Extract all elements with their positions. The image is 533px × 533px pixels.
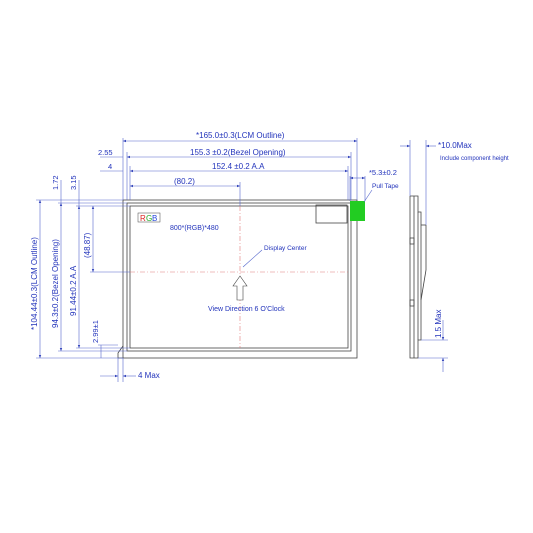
pull-tape-leader: [363, 189, 373, 203]
component-note-label: Include component height: [440, 156, 509, 162]
side-view: [409, 195, 427, 359]
side-thickness-label: *10.0Max: [438, 141, 472, 150]
bezel-opening: [126, 202, 352, 352]
view-direction-arrow-icon: [232, 275, 248, 301]
left-aa-offset-label: 4: [108, 162, 112, 171]
rgb-b-label: B: [152, 214, 157, 223]
bezel-height-label: 94.3±0.2(Bezel Opening): [51, 239, 60, 328]
left-bezel-offset-label: 2.55: [98, 148, 113, 157]
display-center-label: Display Center: [264, 245, 307, 252]
bottom-max-label: 4 Max: [138, 371, 160, 380]
component-box: [315, 204, 348, 224]
rgb-r-label: R: [140, 214, 146, 223]
side-min-label: 1.5 Max: [434, 310, 443, 338]
lcm-height-label: *104.44±0.3(LCM Outline): [30, 237, 39, 330]
resolution-label: 800*(RGB)*480: [170, 225, 219, 232]
tape-width-label: *5.3±0.2: [369, 168, 397, 177]
aa-height-label: 91.44±0.2 A.A: [69, 265, 78, 316]
view-direction-label: View Direction 6 O'Clock: [208, 306, 285, 313]
rgb-indicator: R G B: [137, 212, 161, 223]
pull-tape-label: Pull Tape: [372, 183, 399, 190]
bottom-offset-label: 2.99±1: [91, 320, 100, 343]
display-center-leader: [242, 249, 263, 268]
top-offset-1-label: 1.72: [51, 175, 60, 190]
pull-tape: [350, 201, 365, 221]
aa-width-label: 152.4 ±0.2 A.A: [212, 162, 265, 171]
half-width-label: (80.2): [174, 177, 195, 186]
active-area: [129, 205, 349, 349]
top-offset-2-label: 3.15: [69, 175, 78, 190]
bezel-width-label: 155.3 ±0.2(Bezel Opening): [190, 148, 286, 157]
rgb-g-label: G: [146, 214, 152, 223]
half-height-label: (48.87): [83, 232, 92, 258]
lcm-width-label: *165.0±0.3(LCM Outline): [196, 131, 285, 140]
